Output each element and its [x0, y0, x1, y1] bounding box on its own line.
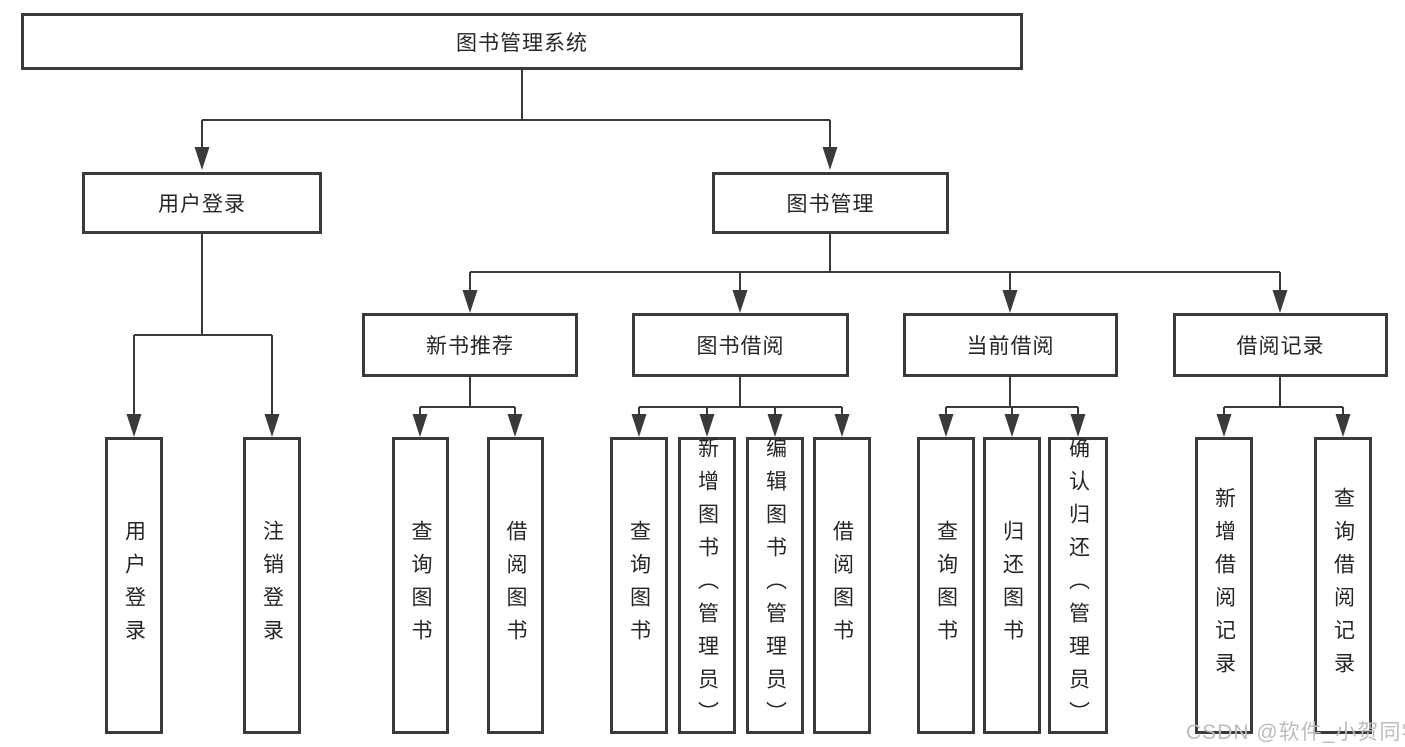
node-label: 图书管理系统 [456, 31, 588, 55]
leaf-label: 确认归还（管理员） [1066, 437, 1090, 734]
leaf-current-query-books: 查询图书 [917, 437, 975, 734]
node-user-login: 用户登录 [82, 172, 322, 234]
leaf-newbook-borrow-books: 借阅图书 [487, 437, 544, 734]
leaf-current-confirm-return-admin: 确认归还（管理员） [1048, 437, 1108, 734]
leaf-logout: 注销登录 [243, 437, 301, 734]
leaf-label: 借阅图书 [830, 519, 854, 652]
leaf-borrow-borrow-books: 借阅图书 [813, 437, 871, 734]
leaf-label: 注销登录 [260, 519, 284, 652]
node-new-book-recommendation: 新书推荐 [362, 313, 578, 377]
leaf-current-return-books: 归还图书 [983, 437, 1041, 734]
node-label: 当前借阅 [966, 335, 1055, 358]
leaf-label: 查询图书 [934, 519, 958, 652]
leaf-label: 查询借阅记录 [1331, 486, 1355, 685]
leaf-borrow-add-books-admin: 新增图书（管理员） [678, 437, 736, 734]
leaf-label: 归还图书 [1000, 519, 1024, 652]
csdn-watermark: CSDN @软件_小贺同学 [1186, 721, 1405, 744]
node-label: 借阅记录 [1236, 335, 1325, 358]
leaf-records-add-borrow-record: 新增借阅记录 [1195, 437, 1253, 734]
node-borrowing-records: 借阅记录 [1173, 313, 1388, 377]
leaf-label: 新增借阅记录 [1212, 486, 1236, 685]
node-book-management: 图书管理 [712, 172, 949, 234]
node-book-borrowing: 图书借阅 [632, 313, 849, 377]
leaf-label: 查询图书 [409, 519, 432, 652]
leaf-borrow-query-books: 查询图书 [610, 437, 668, 734]
node-label: 新书推荐 [426, 335, 514, 358]
node-label: 图书借阅 [696, 335, 785, 358]
leaf-user-login: 用户登录 [105, 437, 163, 734]
leaf-label: 编辑图书（管理员） [763, 437, 787, 734]
node-label: 用户登录 [158, 193, 246, 216]
leaf-label: 查询图书 [627, 519, 651, 652]
leaf-label: 新增图书（管理员） [695, 437, 719, 734]
node-library-management-system: 图书管理系统 [21, 13, 1023, 70]
leaf-label: 用户登录 [122, 519, 146, 652]
leaf-newbook-query-books: 查询图书 [392, 437, 449, 734]
node-label: 图书管理 [786, 193, 875, 216]
leaf-records-query-borrow-record: 查询借阅记录 [1314, 437, 1372, 734]
node-current-borrowing: 当前借阅 [903, 313, 1118, 377]
leaf-label: 借阅图书 [504, 519, 527, 652]
leaf-borrow-edit-books-admin: 编辑图书（管理员） [746, 437, 804, 734]
